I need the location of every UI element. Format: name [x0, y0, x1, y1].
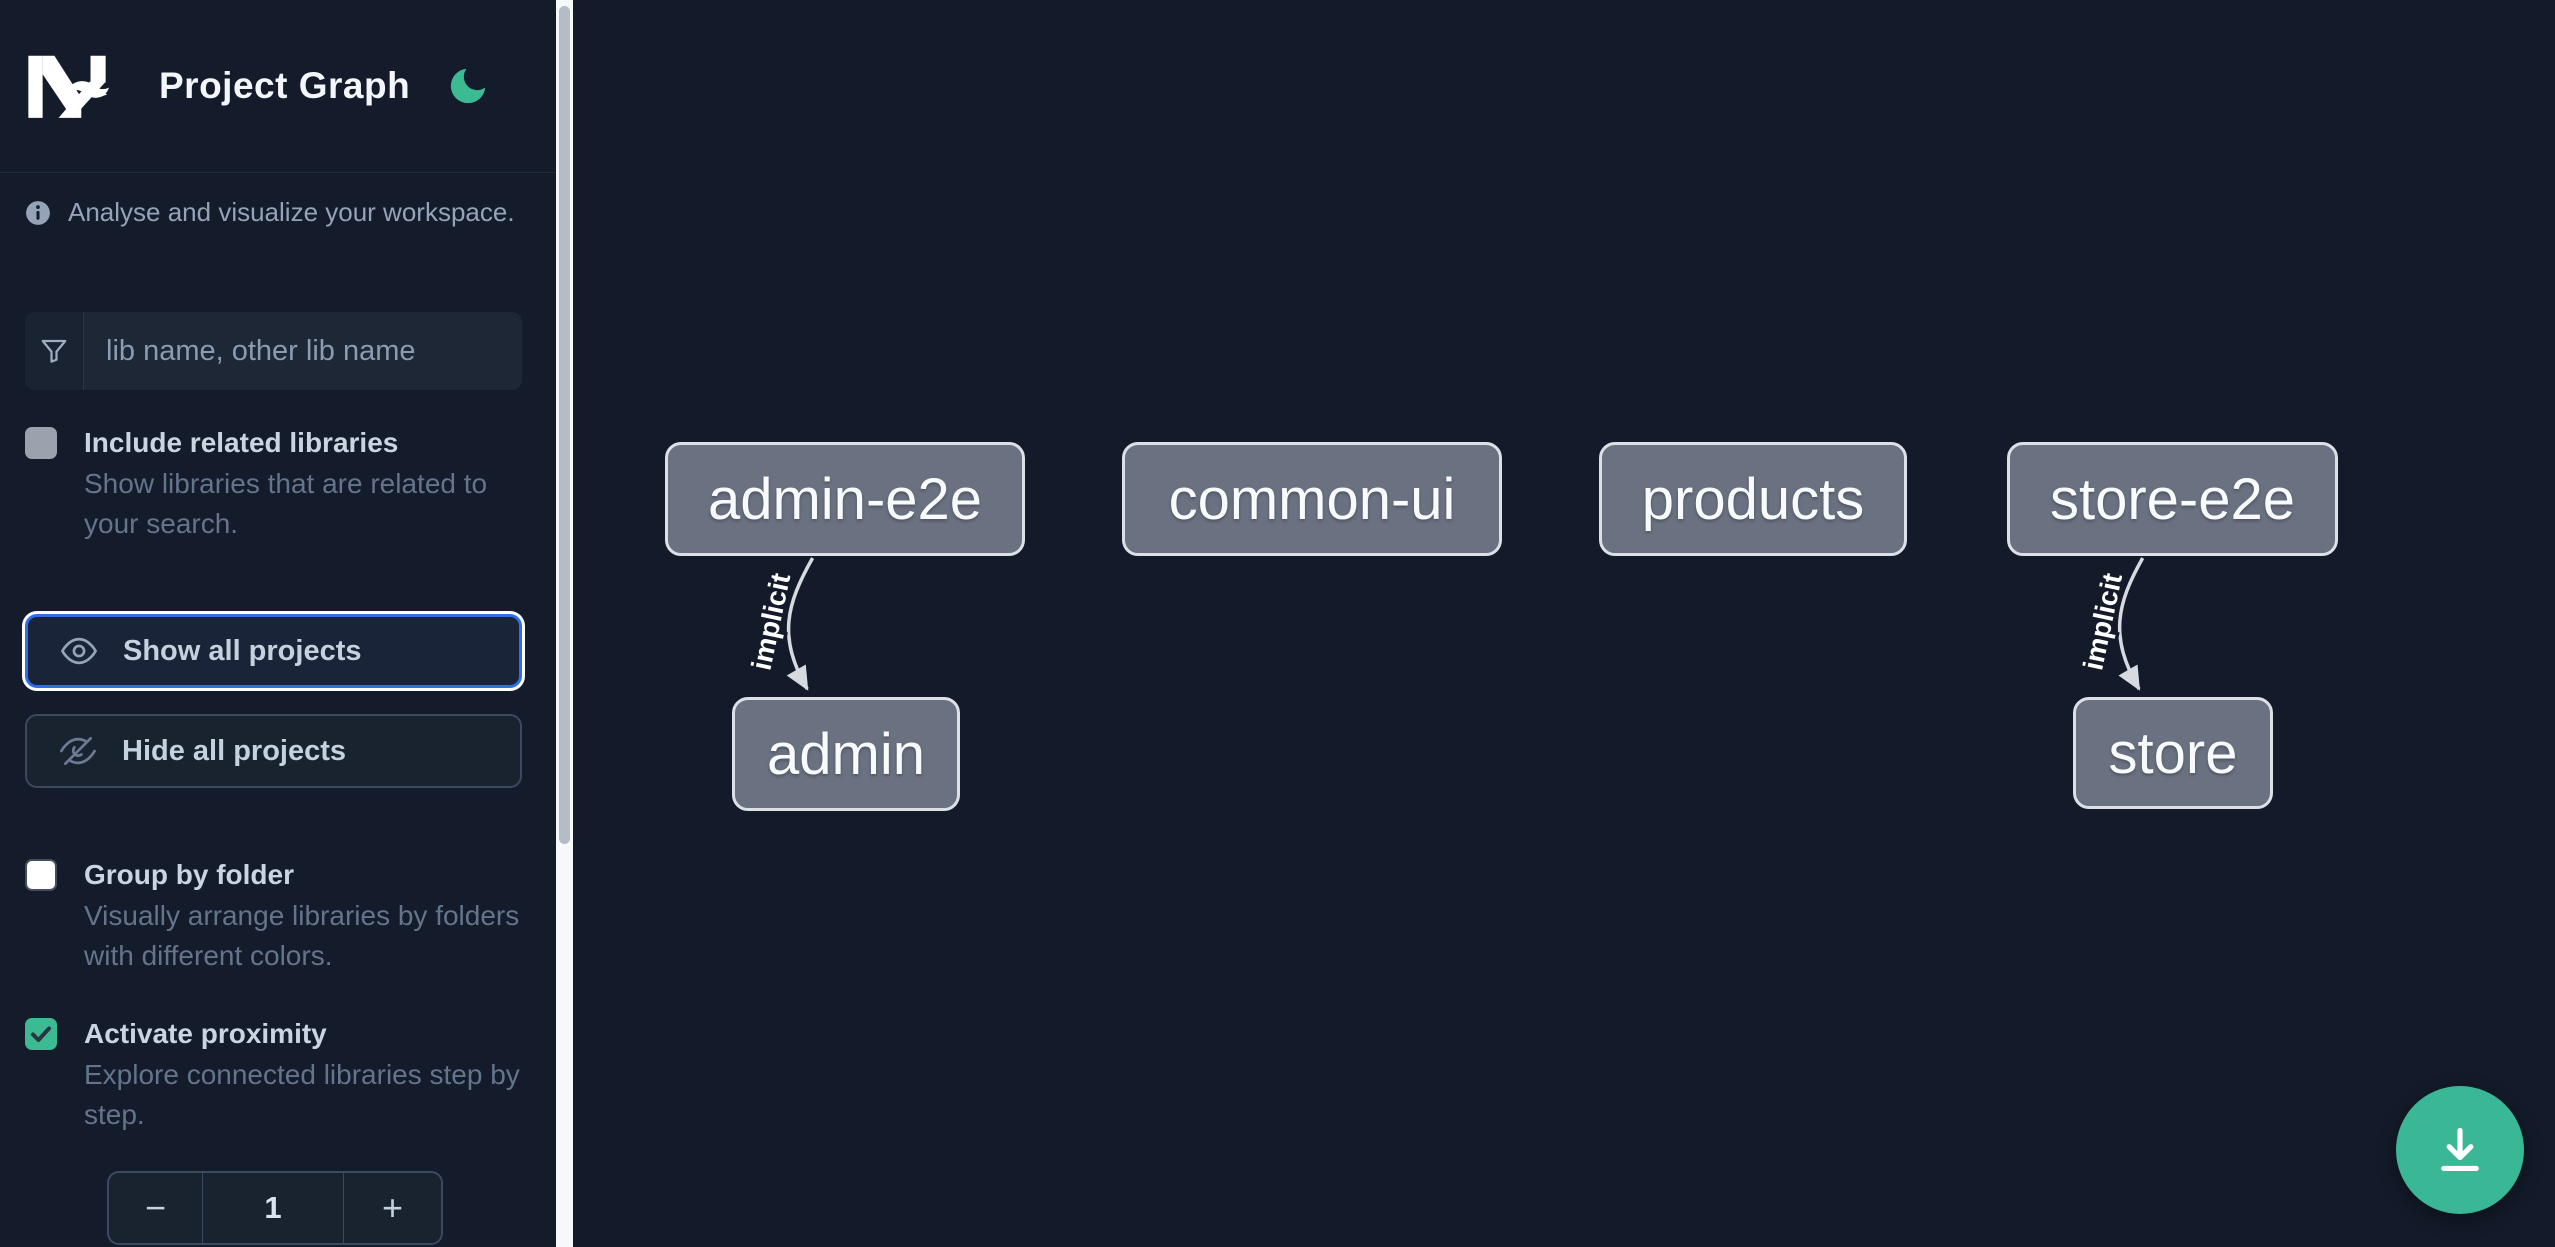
group-by-folder-description: Visually arrange libraries by folders wi…: [84, 900, 520, 971]
activate-proximity-checkbox[interactable]: [25, 1018, 57, 1050]
proximity-stepper: − 1 +: [107, 1171, 443, 1245]
stepper-decrement-button[interactable]: −: [109, 1173, 203, 1243]
info-icon: [26, 200, 50, 225]
include-related-description: Show libraries that are related to your …: [84, 468, 488, 539]
group-by-folder-block: Group by folder Visually arrange librari…: [0, 857, 556, 976]
graph-node-admin-e2e[interactable]: admin-e2e: [665, 442, 1025, 556]
eye-icon: [61, 637, 97, 665]
graph-node-store[interactable]: store: [2073, 697, 2273, 809]
tagline-text: Analyse and visualize your workspace.: [68, 197, 515, 227]
sidebar: Project Graph Analyse and visualize your…: [0, 0, 556, 1247]
tagline-row: Analyse and visualize your workspace.: [0, 197, 556, 228]
stepper-increment-button[interactable]: +: [343, 1173, 441, 1243]
include-related-label[interactable]: Include related libraries: [84, 427, 399, 458]
sidebar-scrollbar-thumb[interactable]: [559, 6, 570, 844]
filter-icon: [25, 312, 84, 390]
download-icon: [2441, 1127, 2479, 1172]
nx-logo-icon: [28, 55, 109, 118]
search-input[interactable]: [84, 312, 522, 390]
moon-icon[interactable]: [445, 63, 491, 109]
graph-node-common-ui[interactable]: common-ui: [1122, 442, 1502, 556]
eye-off-icon: [60, 736, 96, 766]
graph-edge-admin-e2e-admin: [786, 557, 815, 691]
search-box[interactable]: [25, 312, 522, 390]
graph-node-products[interactable]: products: [1599, 442, 1907, 556]
graph-node-admin[interactable]: admin: [732, 697, 960, 811]
show-all-projects-label: Show all projects: [123, 634, 362, 667]
page-title: Project Graph: [159, 65, 411, 106]
stepper-value: 1: [264, 1190, 282, 1225]
sidebar-header: Project Graph: [0, 0, 556, 173]
hide-all-projects-label: Hide all projects: [122, 734, 347, 767]
check-icon: [31, 1026, 51, 1042]
hide-all-projects-button[interactable]: Hide all projects: [25, 714, 522, 788]
sidebar-scrollbar[interactable]: [556, 0, 573, 1247]
graph-edge-store-e2e-store: [2117, 557, 2145, 691]
download-graph-button[interactable]: [2396, 1086, 2524, 1214]
show-all-projects-button[interactable]: Show all projects: [25, 614, 522, 688]
group-by-folder-checkbox[interactable]: [25, 859, 57, 891]
include-related-checkbox[interactable]: [25, 427, 57, 459]
group-by-folder-label[interactable]: Group by folder: [84, 859, 294, 890]
activate-proximity-block: Activate proximity Explore connected lib…: [0, 1016, 556, 1135]
graph-node-store-e2e[interactable]: store-e2e: [2007, 442, 2338, 556]
include-related-block: Include related libraries Show libraries…: [0, 425, 556, 544]
activate-proximity-label[interactable]: Activate proximity: [84, 1018, 327, 1049]
activate-proximity-description: Explore connected libraries step by step…: [84, 1059, 520, 1130]
